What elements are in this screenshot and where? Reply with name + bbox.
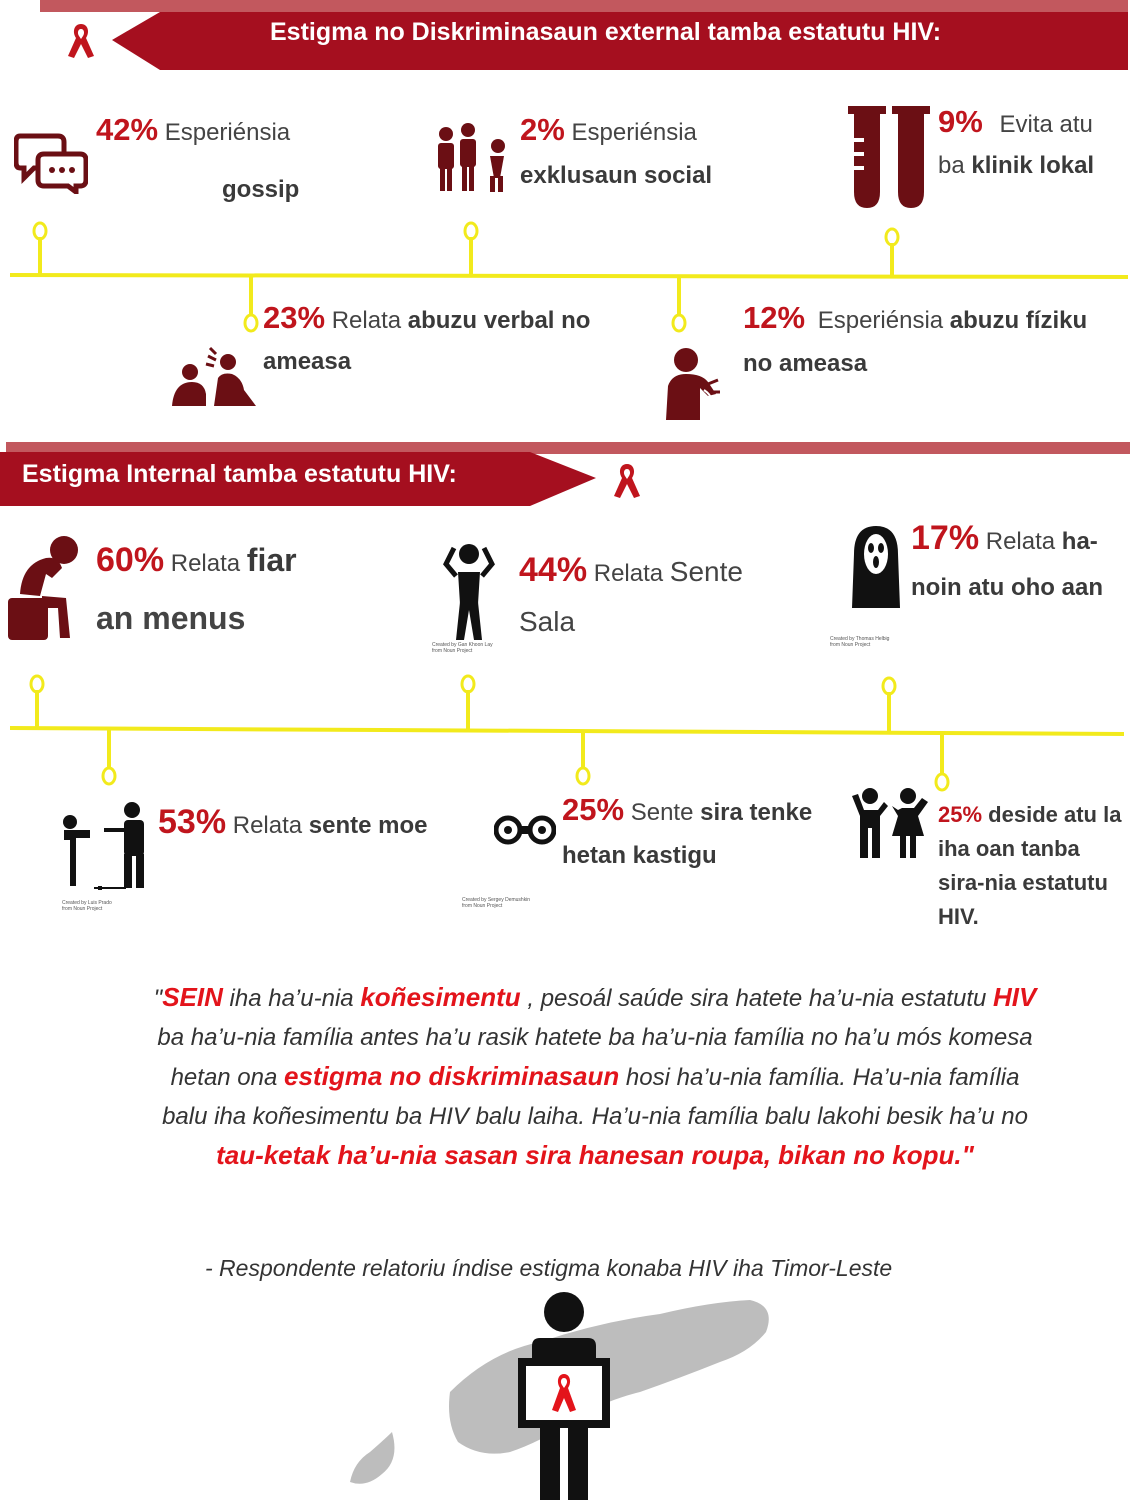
internal-timeline	[9, 674, 1125, 792]
stat-physical: 12% Esperiénsia abuzu fíziku	[743, 300, 1088, 335]
stat-suicide-line2: noin atu oho aan	[911, 574, 1103, 601]
stat-punish: 25% Sente sira tenke	[562, 792, 813, 827]
quote-attribution: - Respondente relatoriu índise estigma k…	[205, 1255, 893, 1281]
hurt-person-icon	[664, 346, 722, 422]
shouting-icon	[170, 346, 258, 408]
stat-punish-line2: hetan kastigu	[562, 842, 717, 869]
stat-suicide: 17% Relata ha-	[911, 519, 1098, 557]
internal-banner	[0, 440, 1144, 510]
external-banner	[0, 0, 1144, 72]
excluded-group-icon	[434, 122, 510, 194]
head-in-hands-icon	[6, 534, 80, 642]
external-title: Estigma no Diskriminasaun external tamba…	[270, 18, 942, 46]
stat-children: 25% deside atu la iha oan tanba sira-nia…	[938, 802, 1122, 929]
ribbon-icon	[64, 20, 98, 60]
stat-fear: 60% Relata fiar	[96, 541, 297, 579]
stat-verbal-line2: ameasa	[263, 348, 352, 375]
stat-clinic: 9% Evita atu	[938, 104, 1093, 139]
internal-title: Estigma Internal tamba estatutu HIV:	[22, 460, 457, 488]
stat-clinic-line2: ba klinik lokal	[938, 152, 1095, 179]
external-banner-shape	[40, 0, 1128, 70]
testimony-quote: "SEIN iha ha’u-nia koñesimentu , pesoál …	[153, 982, 1037, 1170]
stat-guilt: 44% Relata Sente	[519, 551, 743, 589]
stat-social: 2% Esperiénsia	[520, 112, 697, 147]
stat-guilt-line2: Sala	[519, 606, 576, 637]
scream-icon	[852, 524, 900, 610]
distressed-person-icon	[442, 540, 496, 642]
ribbon-icon	[610, 458, 644, 502]
test-tubes-icon	[846, 104, 932, 214]
person-holding-ribbon-sign-icon	[514, 1290, 614, 1502]
shackles-icon	[494, 814, 556, 846]
stat-verbal: 23% Relata abuzu verbal no	[263, 300, 591, 335]
stat-social-label: exklusaun social	[520, 162, 713, 189]
internal-banner-shape	[0, 442, 1130, 506]
external-timeline	[9, 221, 1129, 333]
speech-bubbles-icon	[14, 132, 88, 194]
stat-gossip-label: gossip	[222, 176, 300, 203]
stat-physical-line2: no ameasa	[743, 350, 868, 377]
stat-fear-line2: an menus	[96, 600, 246, 636]
children-icon	[850, 786, 930, 860]
stat-shame: 53% Relata sente moe	[158, 803, 428, 841]
ashamed-person-icon	[60, 800, 150, 892]
stat-gossip: 42% Esperiénsia	[96, 112, 291, 147]
